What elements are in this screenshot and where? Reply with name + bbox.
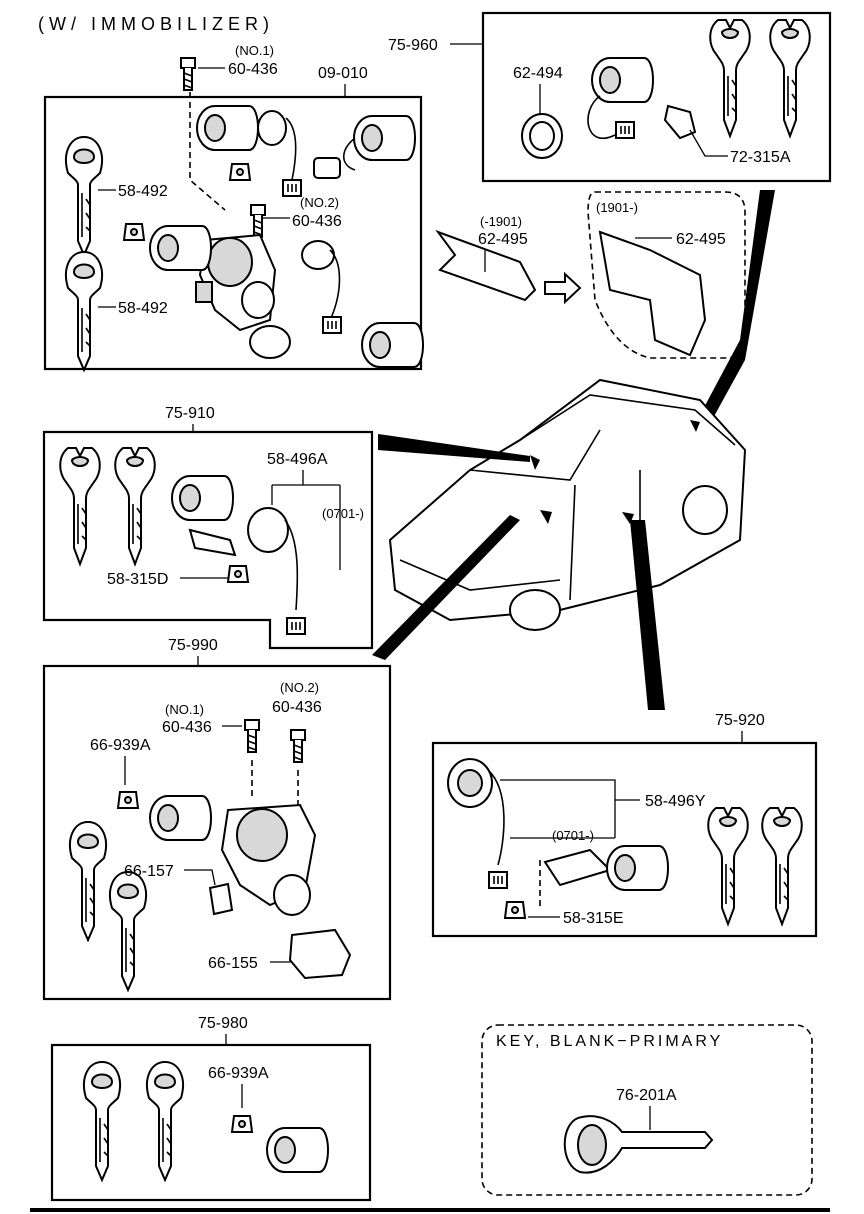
bolt-icon (244, 719, 260, 753)
switch-icon (208, 882, 234, 916)
key-icon (769, 19, 811, 137)
part-62-494: 62-494 (513, 65, 563, 82)
connector-icon (282, 179, 302, 197)
part-58-315E: 58-315E (563, 910, 624, 927)
ring-icon (231, 1115, 253, 1133)
key-icon (59, 447, 101, 565)
part-58-496Y: 58-496Y (645, 793, 706, 810)
part-60-436-no1: 60-436 (162, 719, 212, 736)
connector-icon (488, 871, 508, 889)
clip-icon (229, 163, 251, 181)
key-icon (64, 251, 104, 371)
key-icon (68, 821, 108, 941)
lock-cylinder-icon (149, 795, 212, 841)
harness-range-75-910: (0701-) (322, 506, 364, 521)
part-76-201A: 76-201A (616, 1087, 677, 1104)
bracket-icon (188, 528, 237, 557)
key-icon (145, 1061, 185, 1181)
lock-cylinder-icon (196, 105, 259, 151)
part-66-939A: 66-939A (208, 1065, 269, 1082)
part-66-157: 66-157 (124, 863, 174, 880)
group-75-990: 75-990 (NO.1) 60-436 (NO.2) 60-436 66-93… (42, 637, 392, 1001)
bottom-rule (30, 1208, 830, 1212)
clip-icon (227, 565, 249, 583)
group-id-75-910: 75-910 (165, 405, 215, 422)
connector-icon (322, 316, 342, 334)
bracket-early-icon (435, 229, 537, 302)
cam-icon (288, 928, 352, 980)
part-62-495-late: 62-495 (676, 231, 726, 248)
group-id-09-010: 09-010 (318, 65, 368, 82)
lock-cylinder-icon (361, 322, 424, 368)
key-blank-title: KEY, BLANK−PRIMARY (496, 1033, 723, 1050)
part-58-496A: 58-496A (267, 451, 328, 468)
ignition-switch-icon (195, 233, 291, 359)
part-58-492-a: 58-492 (118, 183, 168, 200)
group-id-75-960: 75-960 (388, 37, 438, 54)
ring-icon (117, 791, 139, 809)
group-75-920: 75-920 58-496Y (0701-) 58-315E (431, 712, 818, 938)
bolt-icon (180, 57, 196, 91)
connector-icon (286, 617, 306, 635)
group-id-75-980: 75-980 (198, 1015, 248, 1032)
bracket-62-495: (-1901) 62-495 (1901-) 62-495 (435, 190, 775, 420)
switch-cap-icon (247, 507, 289, 553)
harness-range-75-920: (0701-) (552, 828, 594, 843)
group-75-910: 75-910 58-315D 58-496A (0701-) (42, 405, 374, 650)
bracket-late-range: (1901-) (596, 200, 638, 215)
bracket-icon (543, 848, 612, 887)
ring-icon (123, 223, 145, 241)
bolt-icon (290, 729, 306, 763)
group-75-980: 75-980 66-939A (50, 1015, 372, 1202)
key-icon (64, 136, 104, 256)
key-icon (114, 447, 156, 565)
part-66-155: 66-155 (208, 955, 258, 972)
lock-cylinder-icon (149, 225, 212, 271)
part-72-315A: 72-315A (730, 149, 791, 166)
bracket-late-icon (598, 230, 707, 357)
lock-cylinder-icon (591, 57, 654, 103)
key-blank-primary: KEY, BLANK−PRIMARY 76-201A (481, 1024, 813, 1196)
part-66-939A: 66-939A (90, 737, 151, 754)
arrow-icon (544, 271, 582, 305)
gasket-icon (313, 157, 341, 179)
lock-cylinder-icon (266, 1127, 329, 1173)
diagram-title: (W/ IMMOBILIZER) (38, 14, 274, 34)
lock-cylinder-icon (171, 475, 234, 521)
group-id-75-920: 75-920 (715, 712, 765, 729)
part-58-492-b: 58-492 (118, 300, 168, 317)
label-no2: (NO.2) (300, 195, 339, 210)
label-no1: (NO.1) (235, 43, 274, 58)
bolt-icon (250, 204, 266, 238)
key-icon (707, 807, 749, 925)
ignition-switch-icon (220, 803, 317, 916)
lock-cylinder-icon (353, 115, 416, 161)
key-icon (108, 871, 148, 991)
label-no1: (NO.1) (165, 702, 204, 717)
part-60-436-no2: 60-436 (272, 699, 322, 716)
switch-cap-icon (257, 110, 287, 146)
clip-icon (504, 901, 526, 919)
group-id-75-990: 75-990 (168, 637, 218, 654)
label-no2: (NO.2) (280, 680, 319, 695)
part-60-436-no2: 60-436 (292, 213, 342, 230)
part-58-315D: 58-315D (107, 571, 168, 588)
group-09-010: 09-010 (NO.1) 60-436 (NO.2) 60-436 58-49… (43, 43, 424, 371)
key-icon (709, 19, 751, 137)
connector-icon (615, 121, 635, 139)
part-60-436-no1: 60-436 (228, 61, 278, 78)
part-62-495-early: 62-495 (478, 231, 528, 248)
group-75-960: 75-960 62-494 72-315A (388, 11, 832, 183)
lock-cylinder-icon (606, 845, 669, 891)
key-icon (761, 807, 803, 925)
ring-icon (301, 240, 335, 270)
bracket-early-range: (-1901) (480, 214, 522, 229)
clip-icon (663, 104, 697, 140)
key-icon (82, 1061, 122, 1181)
